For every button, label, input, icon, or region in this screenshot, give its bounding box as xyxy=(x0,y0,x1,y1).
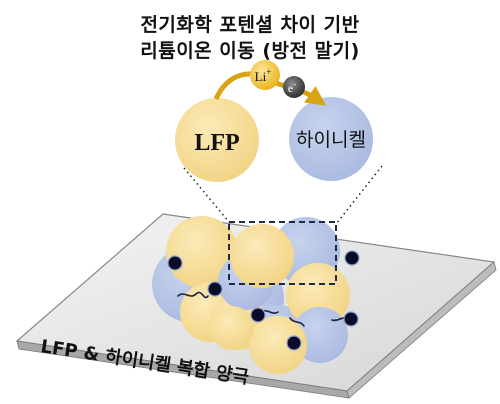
electron-symbol: e xyxy=(288,81,293,95)
svg-text:Li+: Li+ xyxy=(255,67,272,84)
lfp-particle xyxy=(210,306,254,350)
ion-charge: + xyxy=(266,67,271,77)
particle-cluster xyxy=(152,216,350,374)
high-nickel-particle-large xyxy=(289,97,373,181)
lfp-particle xyxy=(166,216,238,288)
lfp-particle xyxy=(230,224,294,288)
ion-symbol: Li xyxy=(255,69,267,84)
svg-text:e-: e- xyxy=(288,79,296,95)
electron-charge: - xyxy=(293,79,296,89)
zoom-frame xyxy=(228,221,337,285)
lfp-label: LFP xyxy=(194,130,239,156)
lithium-ion-icon: Li+ xyxy=(250,60,280,90)
zoom-lines xyxy=(183,165,383,225)
conductive-dots xyxy=(167,250,360,351)
high-nickel-label: 하이니켈 xyxy=(296,129,366,151)
title-line-2: 리튬이온 이동 (방전 말기) xyxy=(140,40,360,62)
lfp-particle-large xyxy=(175,98,259,182)
lfp-particle xyxy=(249,316,307,374)
electron-icon: e- xyxy=(283,76,305,98)
title-line-1: 전기화학 포텐셜 차이 기반 xyxy=(140,14,360,36)
